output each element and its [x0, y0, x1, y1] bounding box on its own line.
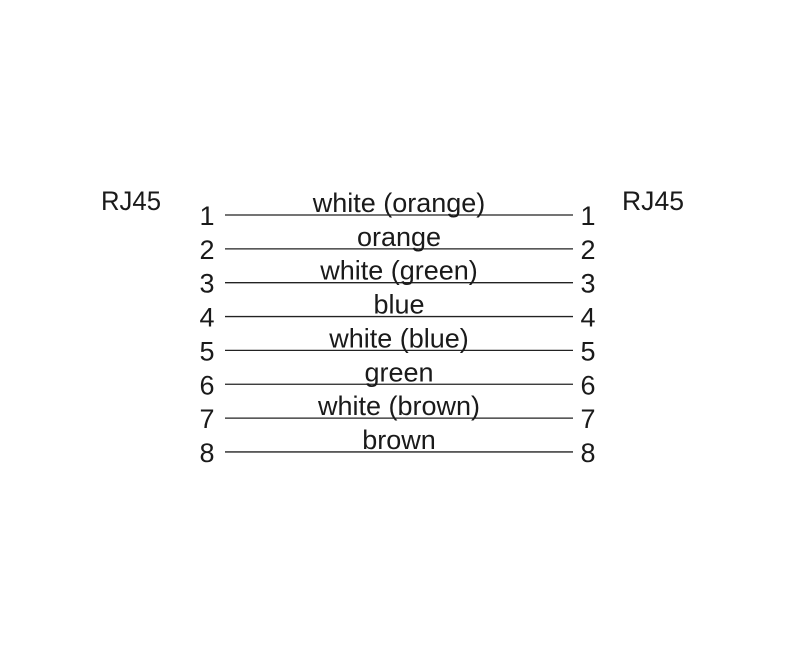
- wire-row: 6 6 green: [199, 357, 595, 400]
- right-pin-number: 1: [580, 201, 595, 231]
- wire-color-label: green: [364, 357, 433, 387]
- right-pin-number: 4: [580, 303, 595, 333]
- right-pin-number: 3: [580, 269, 595, 299]
- left-pin-number: 2: [199, 235, 214, 265]
- wire-color-label: blue: [373, 290, 424, 320]
- wire-row: 3 3 white (green): [199, 256, 595, 299]
- left-pin-number: 8: [199, 438, 214, 468]
- wire-color-label: white (blue): [328, 323, 469, 353]
- right-pin-number: 7: [580, 404, 595, 434]
- right-pin-number: 5: [580, 336, 595, 366]
- wire-row: 5 5 white (blue): [199, 323, 595, 366]
- right-pin-number: 8: [580, 438, 595, 468]
- wire-color-label: brown: [362, 425, 436, 455]
- wire-row: 8 8 brown: [199, 425, 595, 468]
- wire-row: 1 1 white (orange): [199, 188, 595, 231]
- left-pin-number: 3: [199, 269, 214, 299]
- wire-list: 1 1 white (orange) 2 2 orange 3 3 white (green) 4…: [199, 188, 595, 468]
- left-pin-number: 5: [199, 336, 214, 366]
- wire-row: 4 4 blue: [199, 290, 595, 333]
- left-pin-number: 7: [199, 404, 214, 434]
- right-connector-label: RJ45: [622, 186, 684, 216]
- wire-color-label: white (orange): [312, 188, 486, 218]
- left-pin-number: 6: [199, 370, 214, 400]
- left-pin-number: 1: [199, 201, 214, 231]
- right-pin-number: 6: [580, 370, 595, 400]
- left-connector-label: RJ45: [101, 186, 161, 216]
- right-pin-number: 2: [580, 235, 595, 265]
- wire-color-label: orange: [357, 222, 441, 252]
- wire-row: 7 7 white (brown): [199, 391, 595, 434]
- wire-color-label: white (green): [319, 256, 478, 286]
- left-pin-number: 4: [199, 303, 214, 333]
- wire-row: 2 2 orange: [199, 222, 595, 265]
- wire-color-label: white (brown): [317, 391, 480, 421]
